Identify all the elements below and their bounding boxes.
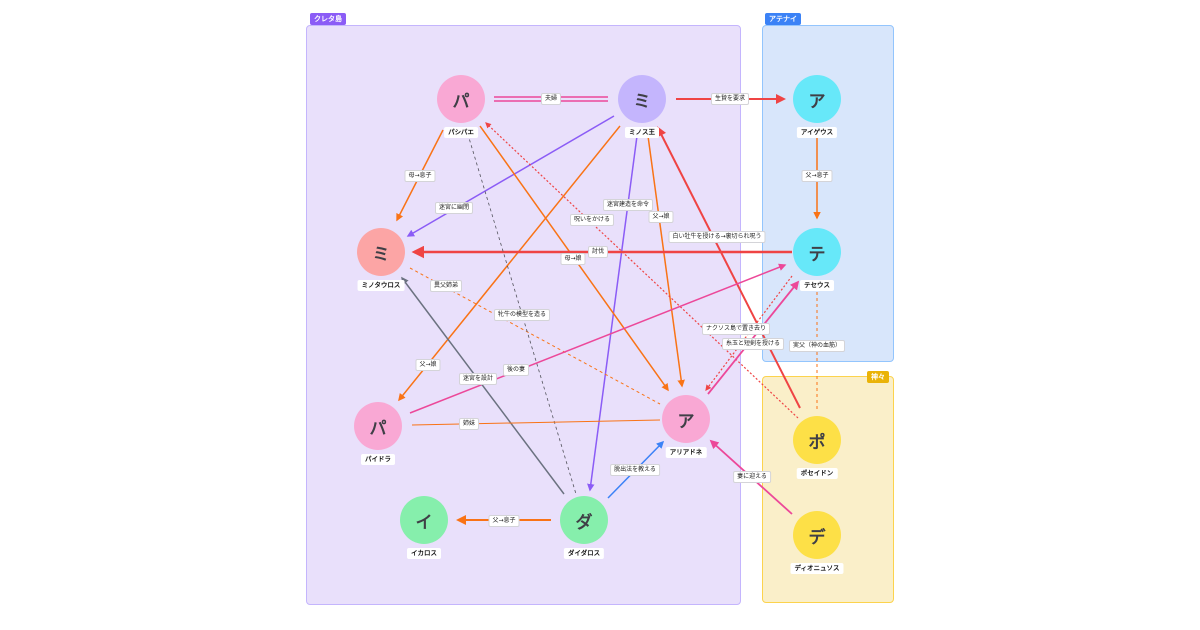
node-icarus-initial: イ — [415, 512, 433, 533]
node-phaedra-label: パイドラ — [361, 454, 395, 465]
node-dionysus-initial: デ — [808, 527, 826, 548]
node-ariadne-label: アリアドネ — [665, 447, 707, 458]
edge-label-real-father: 実父（神の血筋） — [788, 340, 846, 352]
node-dionysus-label: ディオニュソス — [790, 563, 844, 574]
node-phaedra-initial: パ — [369, 418, 387, 439]
edge-label-father-son-aegeus: 父→息子 — [801, 170, 833, 182]
edge-label-tribute: 生贄を要求 — [710, 93, 750, 105]
node-icarus-label: イカロス — [407, 548, 441, 559]
edge-label-take-wife: 妻に迎える — [733, 471, 771, 483]
edge-label-mother-daughter: 母→娘 — [560, 253, 586, 265]
edge-label-escape-method: 脱出法を教える — [610, 464, 660, 476]
node-poseidon-label: ポセイドン — [796, 468, 838, 479]
edge-design-labyrinth — [401, 276, 565, 495]
group-gods-label: 神々 — [867, 371, 889, 383]
edge-label-father-son-daedalus: 父→息子 — [488, 515, 520, 527]
group-athens-label: アテナイ — [765, 13, 801, 25]
edge-label-later-wife: 後の妻 — [502, 364, 530, 376]
node-theseus-label: テセウス — [800, 280, 834, 291]
node-poseidon-initial: ポ — [808, 432, 826, 453]
node-theseus-initial: テ — [808, 244, 826, 265]
node-dionysus[interactable]: デ — [793, 511, 841, 559]
node-pasiphae-initial: パ — [452, 91, 470, 112]
edge-curse — [485, 122, 799, 419]
edge-label-labyrinth-confine: 迷宮に幽閉 — [434, 202, 474, 214]
edge-label-couple: 夫婦 — [540, 93, 562, 105]
node-phaedra[interactable]: パ — [354, 402, 402, 450]
edge-sisters — [411, 419, 661, 426]
edge-label-father-daughter-phaedra: 父→娘 — [415, 359, 441, 371]
node-minotaur-initial: ミ — [372, 244, 390, 265]
node-poseidon[interactable]: ポ — [793, 416, 841, 464]
edge-label-white-bull: 白い牡牛を授ける→裏切られ呪う — [668, 231, 766, 243]
node-aegeus[interactable]: ア — [793, 75, 841, 123]
edge-label-half-sibling: 異父姉弟 — [429, 280, 463, 292]
node-icarus[interactable]: イ — [400, 496, 448, 544]
node-ariadne[interactable]: ア — [662, 395, 710, 443]
edge-father-daughter-phaedra — [398, 125, 621, 402]
node-aegeus-label: アイゲウス — [796, 127, 838, 138]
edge-label-curse: 呪いをかける — [569, 214, 615, 226]
edge-label-thread-sword: 糸玉と短剣を授ける — [721, 338, 785, 350]
edge-label-order-labyrinth: 迷宮建造を命令 — [602, 199, 654, 211]
edge-father-daughter-ariadne — [647, 135, 685, 388]
node-pasiphae[interactable]: パ — [437, 75, 485, 123]
node-aegeus-initial: ア — [808, 91, 826, 112]
node-minos-initial: ミ — [633, 91, 651, 112]
edge-white-bull — [657, 126, 801, 409]
node-minos[interactable]: ミ — [618, 75, 666, 123]
node-ariadne-initial: ア — [677, 411, 695, 432]
node-daedalus[interactable]: ダ — [560, 496, 608, 544]
edge-later-wife — [409, 263, 787, 414]
edge-label-slay: 討伐 — [587, 246, 609, 258]
node-minotaur[interactable]: ミ — [357, 228, 405, 276]
group-crete-label: クレタ島 — [310, 13, 346, 25]
node-minos-label: ミノス王 — [625, 127, 659, 138]
node-theseus[interactable]: テ — [793, 228, 841, 276]
node-daedalus-initial: ダ — [575, 512, 593, 533]
edge-label-cow-model: 牝牛の模型を造る — [493, 309, 551, 321]
node-minotaur-label: ミノタウロス — [357, 280, 405, 291]
edge-label-father-daughter-ariadne: 父→娘 — [648, 211, 674, 223]
edge-labyrinth-confine — [406, 115, 615, 237]
edge-label-abandon-naxos: ナクソス島で置き去り — [701, 323, 771, 335]
edge-label-sisters: 姉妹 — [458, 418, 480, 430]
edge-label-mother-son: 母→息子 — [404, 170, 436, 182]
edge-cow-model — [465, 127, 577, 495]
node-pasiphae-label: パシパエ — [444, 127, 478, 138]
edge-label-design-labyrinth: 迷宮を設計 — [458, 373, 498, 385]
node-daedalus-label: ダイダロス — [563, 548, 605, 559]
